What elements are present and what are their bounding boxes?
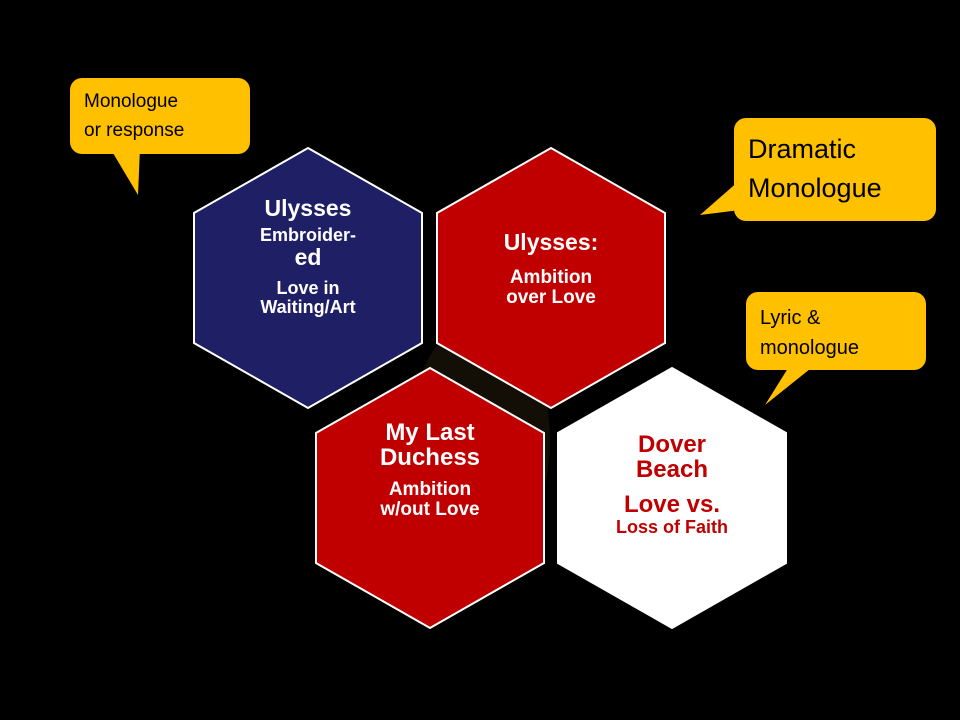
callout-monologue-or-response: Monologue or response xyxy=(70,78,250,154)
callout-line2: or response xyxy=(84,119,185,141)
hex-title: Ulysses: xyxy=(503,229,599,255)
callout-line2: Monologue xyxy=(748,173,882,204)
callout-line2: monologue xyxy=(760,337,859,359)
hexagon-dover-beach xyxy=(557,366,787,630)
hex-text-my-last-duchess: My Last Duchess Ambition w/out Love xyxy=(350,420,510,520)
hex-title: My Last Duchess xyxy=(379,419,481,472)
hexagon-ulysses-embroidered xyxy=(193,146,423,410)
hex-body-cont: Loss of Faith xyxy=(616,516,728,537)
hex-subtitle: Embroider- xyxy=(259,225,356,246)
hex-body: Ambition w/out Love xyxy=(380,479,480,521)
callout-tail-dramatic xyxy=(700,180,740,215)
callout-line1: Lyric & xyxy=(760,307,821,329)
hex-body: Love in Waiting/Art xyxy=(260,278,356,318)
hex-text-ulysses: Ulysses: Ambition over Love xyxy=(476,230,626,308)
hex-title: Dover Beach xyxy=(635,431,709,484)
hex-subtitle-cont: ed xyxy=(294,244,322,271)
callout-tail-lyric xyxy=(765,365,815,405)
hex-title: Ulysses xyxy=(264,195,352,221)
hex-text-ulysses-embroidered: Ulysses Embroider- ed Love in Waiting/Ar… xyxy=(224,196,392,317)
hex-text-dover-beach: Dover Beach Love vs. Loss of Faith xyxy=(592,432,752,536)
hex-body: Ambition over Love xyxy=(506,267,596,309)
callout-line1: Monologue xyxy=(84,91,179,112)
hexagon-ulysses xyxy=(436,146,666,410)
callout-dramatic-monologue: Dramatic Monologue xyxy=(734,118,936,221)
hexagon-my-last-duchess xyxy=(315,366,545,630)
callout-line1: Dramatic xyxy=(748,134,857,164)
callout-tail-monologue xyxy=(110,148,140,195)
callout-lyric-monologue: Lyric & monologue xyxy=(746,292,926,370)
hex-body: Love vs. xyxy=(623,491,721,519)
